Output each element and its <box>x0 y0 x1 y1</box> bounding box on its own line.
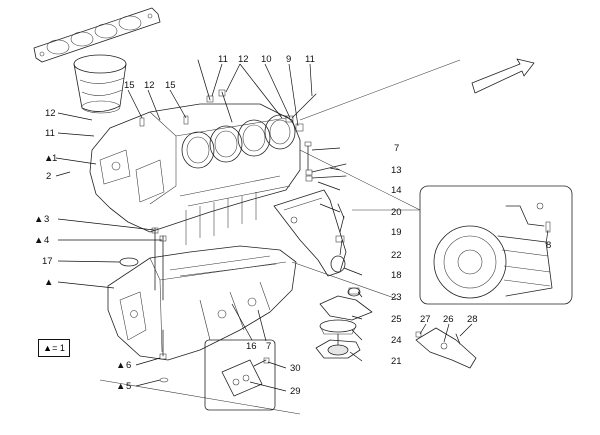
leader-lines <box>55 63 549 392</box>
head-gasket <box>33 7 161 63</box>
label-16: 16 <box>246 341 257 352</box>
detail-inset <box>204 339 276 411</box>
label-29: 29 <box>290 386 301 397</box>
label-4: 4 <box>44 235 49 246</box>
cylinder-liner <box>73 54 127 114</box>
label-24: 24 <box>391 335 402 346</box>
label-20: 20 <box>391 207 402 218</box>
label-9: 9 <box>286 54 291 65</box>
triangle-marker-icon: ▲ <box>44 277 53 288</box>
label-14: 14 <box>391 185 402 196</box>
callout-labels: 11 12 10 9 11 15 12 15 12 11 ▲ 1 2 7 13 … <box>34 54 551 397</box>
label-26: 26 <box>443 314 454 325</box>
label-21: 21 <box>391 356 402 367</box>
label-12: 12 <box>238 54 249 65</box>
triangle-marker-icon: ▲ <box>116 381 125 392</box>
direction-arrow-icon <box>471 58 535 94</box>
label-12: 12 <box>144 80 155 91</box>
label-3: 3 <box>44 214 49 225</box>
label-25: 25 <box>391 314 402 325</box>
through-bolts <box>151 227 169 383</box>
label-18: 18 <box>391 270 402 281</box>
engine-mount-bracket <box>273 141 347 277</box>
label-11: 11 <box>218 54 228 65</box>
label-30: 30 <box>290 363 301 374</box>
gearbox-inset <box>352 185 573 305</box>
label-7: 7 <box>394 143 399 154</box>
label-15: 15 <box>124 80 135 91</box>
label-1: 1 <box>52 153 57 164</box>
engine-mount-parts <box>315 287 373 359</box>
label-7: 7 <box>266 341 271 352</box>
label-15: 15 <box>165 80 176 91</box>
label-27: 27 <box>420 314 431 325</box>
label-12: 12 <box>45 108 56 119</box>
legend-box: ▲= 1 <box>38 339 70 357</box>
mount-bracket-right <box>415 327 477 369</box>
label-19: 19 <box>391 227 402 238</box>
triangle-marker-icon: ▲ <box>34 214 43 225</box>
label-22: 22 <box>391 250 402 261</box>
upper-crankcase <box>89 103 301 245</box>
triangle-marker-icon: ▲ <box>116 360 125 371</box>
label-6: 6 <box>126 360 131 371</box>
label-2: 2 <box>46 171 51 182</box>
label-10: 10 <box>261 54 272 65</box>
label-5: 5 <box>126 381 131 392</box>
label-13: 13 <box>391 165 402 176</box>
label-28: 28 <box>467 314 478 325</box>
label-8: 8 <box>546 240 551 251</box>
label-11: 11 <box>45 128 55 139</box>
lower-crankcase <box>107 245 297 361</box>
label-11: 11 <box>305 54 315 65</box>
perspective-lines <box>99 59 461 415</box>
label-23: 23 <box>391 292 402 303</box>
triangle-marker-icon: ▲ <box>44 153 53 164</box>
triangle-marker-icon: ▲ <box>34 235 43 246</box>
label-17: 17 <box>42 256 53 267</box>
